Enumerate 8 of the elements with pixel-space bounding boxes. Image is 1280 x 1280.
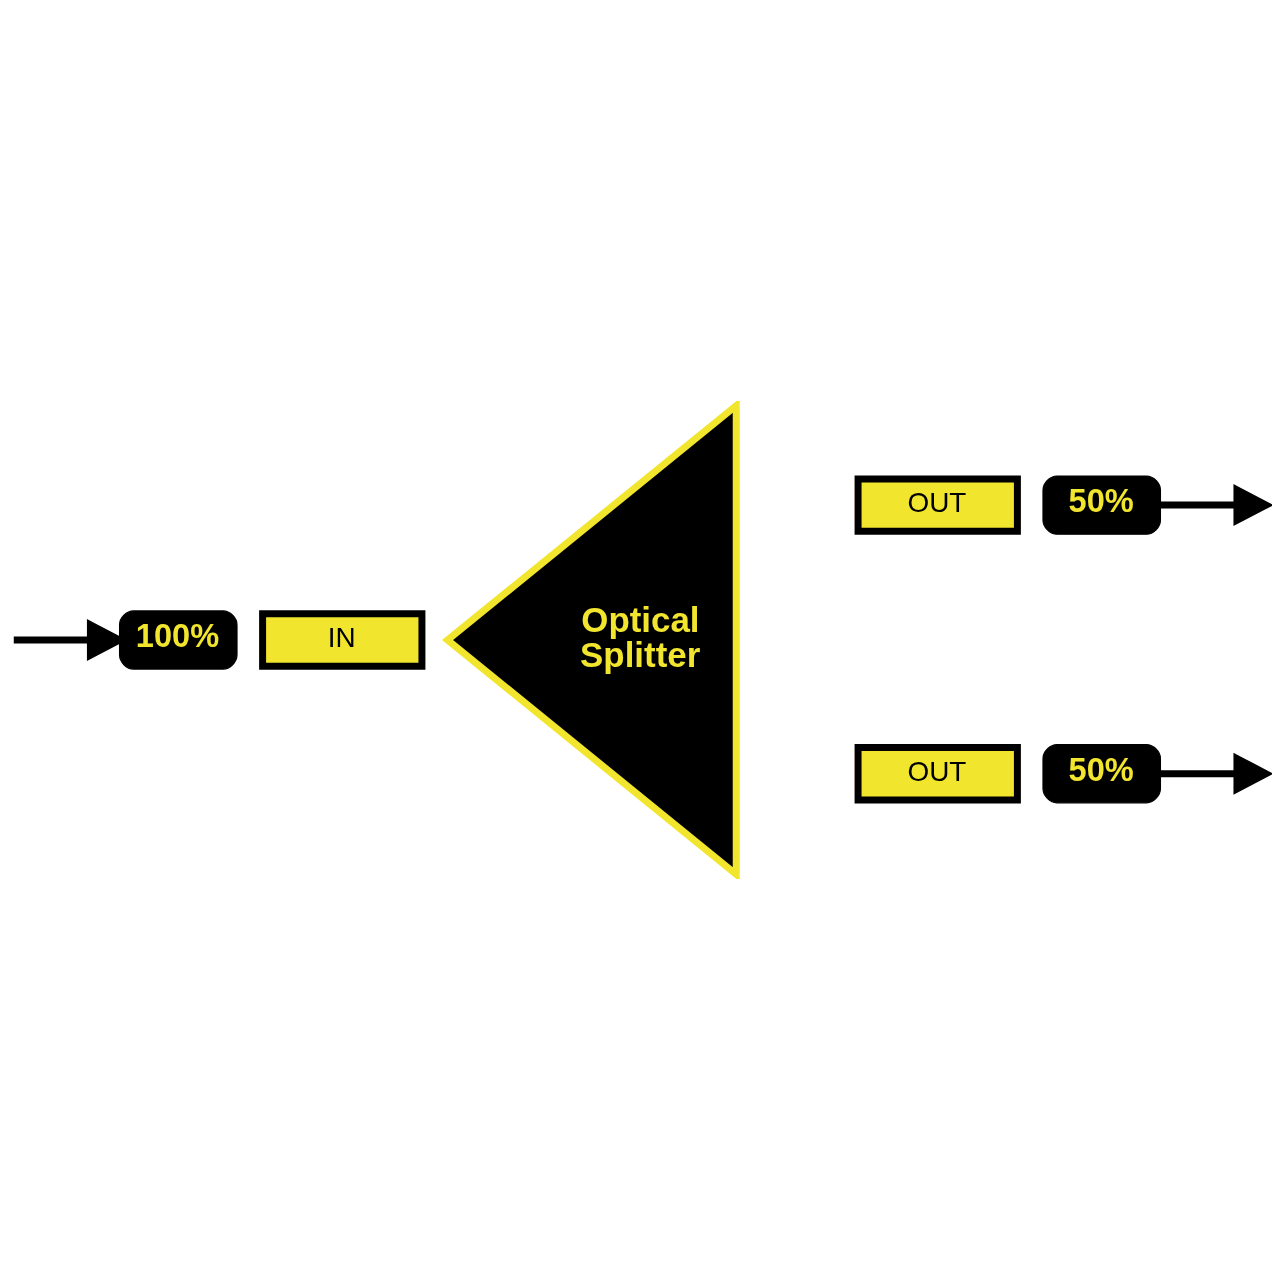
node-box: OUT xyxy=(854,744,1021,804)
arrow xyxy=(1160,752,1272,795)
node-box: 50% xyxy=(1042,475,1162,535)
node-box: 50% xyxy=(1042,744,1162,804)
node-box: 100% xyxy=(118,610,238,670)
node-box: IN xyxy=(259,610,426,670)
node-box: OUT xyxy=(854,475,1021,535)
arrow xyxy=(1160,484,1272,527)
